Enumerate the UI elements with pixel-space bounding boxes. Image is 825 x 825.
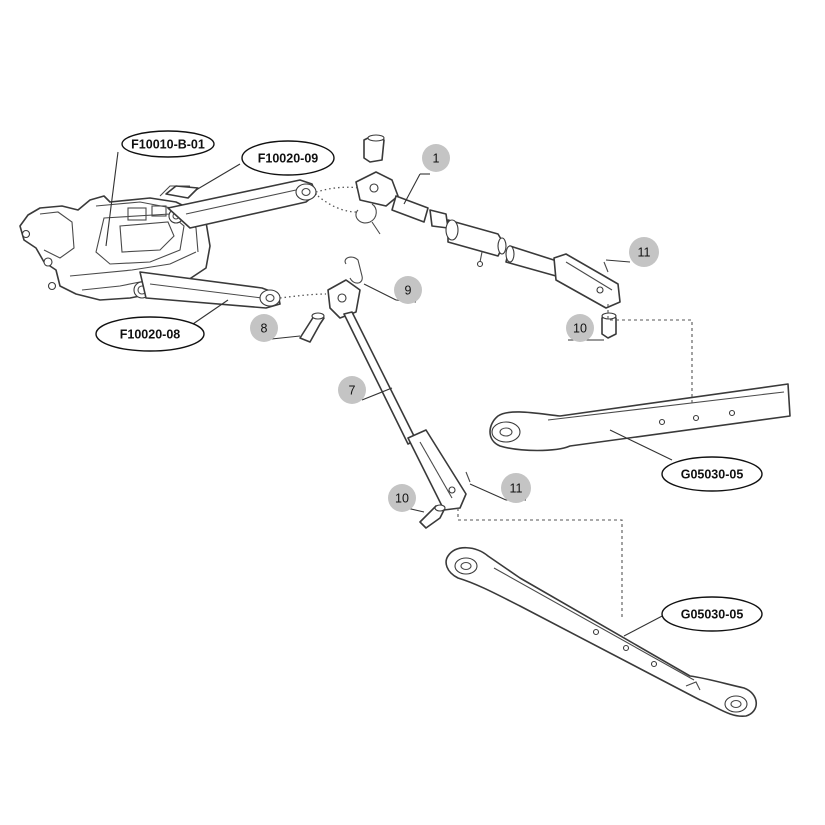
item-10-lower-label: 10 <box>395 492 409 506</box>
callout-upper-arm-label: F10020-09 <box>258 152 319 166</box>
hitch-housing-assembly <box>19 185 211 301</box>
item-10-upper-marker: 10 <box>566 314 594 342</box>
item-7-marker: 7 <box>338 376 366 404</box>
lower-lift-arm <box>139 271 281 309</box>
item-10-lower-marker: 10 <box>388 484 416 512</box>
assembly-connection-lines <box>279 186 693 620</box>
callout-upper-arm: F10020-09 <box>241 140 335 176</box>
callout-lower-arm: F10020-08 <box>95 316 205 352</box>
leader-lines <box>105 151 673 637</box>
item-8-label: 8 <box>261 322 268 336</box>
item-11-lower-marker: 11 <box>501 473 531 503</box>
callout-right-lower-link: G05030-05 <box>661 456 763 492</box>
item-11-upper-label: 11 <box>638 246 651 260</box>
item-7-label: 7 <box>349 384 356 398</box>
callout-hitch-housing-label: F10010-B-01 <box>131 138 205 152</box>
top-link-assembly <box>355 134 621 339</box>
upper-lift-arm <box>165 179 317 229</box>
callout-hitch-housing: F10010-B-01 <box>121 130 215 158</box>
item-1-marker: 1 <box>422 144 450 172</box>
item-11-lower-label: 11 <box>510 482 523 496</box>
item-9-label: 9 <box>405 284 412 298</box>
callout-lower-arm-label: F10020-08 <box>120 328 181 342</box>
left-lower-link <box>445 546 758 717</box>
callout-right-lower-link-label: G05030-05 <box>681 468 744 482</box>
item-11-upper-marker: 11 <box>629 237 659 267</box>
item-10-upper-label: 10 <box>573 322 587 336</box>
callout-left-lower-link: G05030-05 <box>661 596 763 632</box>
item-9-marker: 9 <box>394 276 422 304</box>
item-1-label: 1 <box>433 152 440 166</box>
lift-rod-assembly <box>299 256 471 529</box>
right-lower-link <box>489 383 791 452</box>
item-8-marker: 8 <box>250 314 278 342</box>
callout-left-lower-link-label: G05030-05 <box>681 608 744 622</box>
